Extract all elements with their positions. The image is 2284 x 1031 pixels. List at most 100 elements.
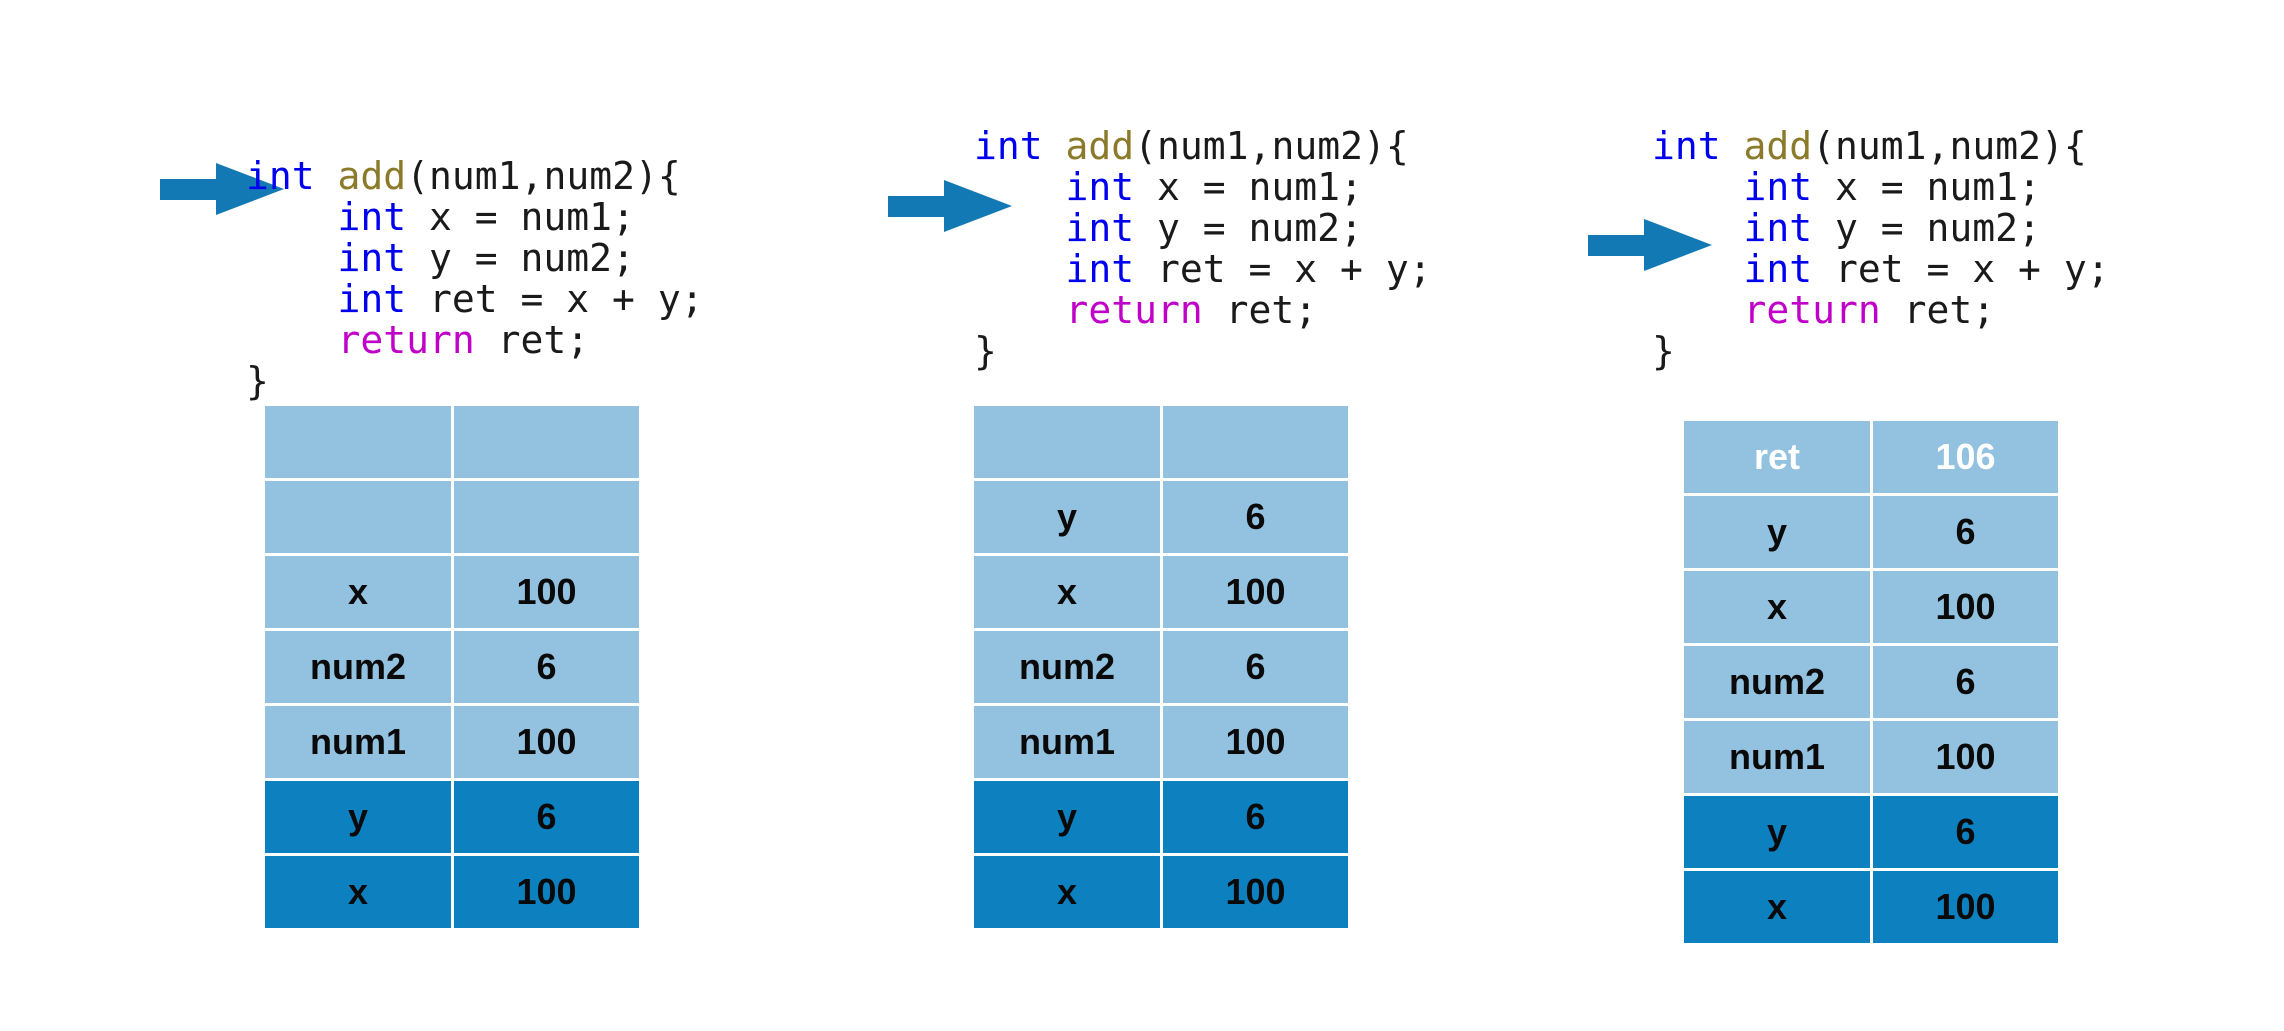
code-line-5: return ret;: [246, 320, 704, 361]
stack-var-name: [974, 406, 1160, 478]
code-token: int: [246, 154, 315, 198]
step-panel-2: int add(num1,num2){ int x = num1; int y …: [746, 0, 1506, 1031]
code-token: [974, 206, 1066, 250]
arrow-tail: [1588, 235, 1650, 256]
stack-var-name: x: [265, 856, 451, 928]
code-line-4: int ret = x + y;: [246, 279, 704, 320]
arrow-head: [1644, 219, 1712, 271]
stack-var-value: 6: [1873, 796, 2058, 868]
stack-var-name: x: [974, 856, 1160, 928]
stack-var-value: 6: [1163, 781, 1348, 853]
table-row: [974, 406, 1348, 478]
code-line-1: int add(num1,num2){: [1652, 126, 2110, 167]
table-row: [265, 406, 639, 478]
stack-var-value: 100: [1163, 556, 1348, 628]
stack-var-value: 6: [454, 781, 639, 853]
code-line-3: int y = num2;: [1652, 208, 2110, 249]
stack-var-name: num1: [974, 706, 1160, 778]
code-line-1: int add(num1,num2){: [974, 126, 1432, 167]
arrow-tail: [160, 179, 222, 200]
source-code: int add(num1,num2){ int x = num1; int y …: [246, 156, 704, 402]
code-token: int: [337, 236, 407, 280]
code-block-1: int add(num1,num2){ int x = num1; int y …: [246, 118, 704, 440]
code-token: [315, 154, 338, 198]
stack-var-name: y: [1684, 496, 1870, 568]
stack-var-value: 100: [1873, 721, 2058, 793]
code-token: }: [974, 329, 997, 373]
stack-var-name: [265, 481, 451, 553]
code-line-2: int x = num1;: [974, 167, 1432, 208]
step-panel-3: int add(num1,num2){ int x = num1; int y …: [1462, 0, 2222, 1031]
step-panel-1: int add(num1,num2){ int x = num1; int y …: [0, 0, 760, 1031]
stack-var-value: 6: [454, 631, 639, 703]
code-block-2: int add(num1,num2){ int x = num1; int y …: [974, 88, 1432, 410]
code-token: [974, 288, 1066, 332]
stack-var-name: ret: [1684, 421, 1870, 493]
stack-var-value: 100: [454, 706, 639, 778]
code-line-5: return ret;: [1652, 290, 2110, 331]
code-token: ret = x + y;: [1812, 247, 2110, 291]
stack-var-value: 106: [1873, 421, 2058, 493]
code-token: (num1,num2){: [1812, 124, 2087, 168]
code-token: ret = x + y;: [1134, 247, 1432, 291]
code-line-2: int x = num1;: [1652, 167, 2110, 208]
code-token: ret;: [1202, 288, 1318, 332]
stack-var-name: num1: [1684, 721, 1870, 793]
code-line-4: int ret = x + y;: [974, 249, 1432, 290]
arrow-tail: [888, 196, 950, 217]
code-token: [974, 165, 1066, 209]
stack-var-value: [454, 406, 639, 478]
code-token: x = num1;: [406, 195, 635, 239]
code-token: add: [1743, 124, 1813, 168]
code-token: int: [974, 124, 1043, 168]
stack-var-name: num2: [974, 631, 1160, 703]
code-token: return: [337, 318, 475, 362]
code-token: [1652, 206, 1744, 250]
code-token: }: [1652, 329, 1675, 373]
code-token: [1721, 124, 1744, 168]
stack-var-name: y: [974, 781, 1160, 853]
code-token: int: [1743, 247, 1813, 291]
stack-var-name: y: [1684, 796, 1870, 868]
code-token: [1043, 124, 1066, 168]
stack-var-name: x: [1684, 571, 1870, 643]
stack-var-value: 6: [1163, 631, 1348, 703]
code-line-3: int y = num2;: [974, 208, 1432, 249]
code-token: y = num2;: [1812, 206, 2041, 250]
code-token: [246, 195, 338, 239]
code-token: [1652, 247, 1744, 291]
code-token: add: [337, 154, 407, 198]
code-token: return: [1743, 288, 1881, 332]
arrow-head: [216, 163, 284, 215]
code-line-5: return ret;: [974, 290, 1432, 331]
code-token: int: [1652, 124, 1721, 168]
stack-var-value: 6: [1163, 481, 1348, 553]
right-arrow-icon: [160, 163, 284, 215]
code-token: ret;: [474, 318, 590, 362]
source-code: int add(num1,num2){ int x = num1; int y …: [1652, 126, 2110, 372]
code-token: [246, 318, 338, 362]
stack-var-name: x: [1684, 871, 1870, 943]
stack-var-value: 100: [454, 856, 639, 928]
stack-var-name: num1: [265, 706, 451, 778]
code-token: y = num2;: [406, 236, 635, 280]
arrow-head: [944, 180, 1012, 232]
code-token: int: [1065, 206, 1135, 250]
code-token: x = num1;: [1812, 165, 2041, 209]
code-token: x = num1;: [1134, 165, 1363, 209]
